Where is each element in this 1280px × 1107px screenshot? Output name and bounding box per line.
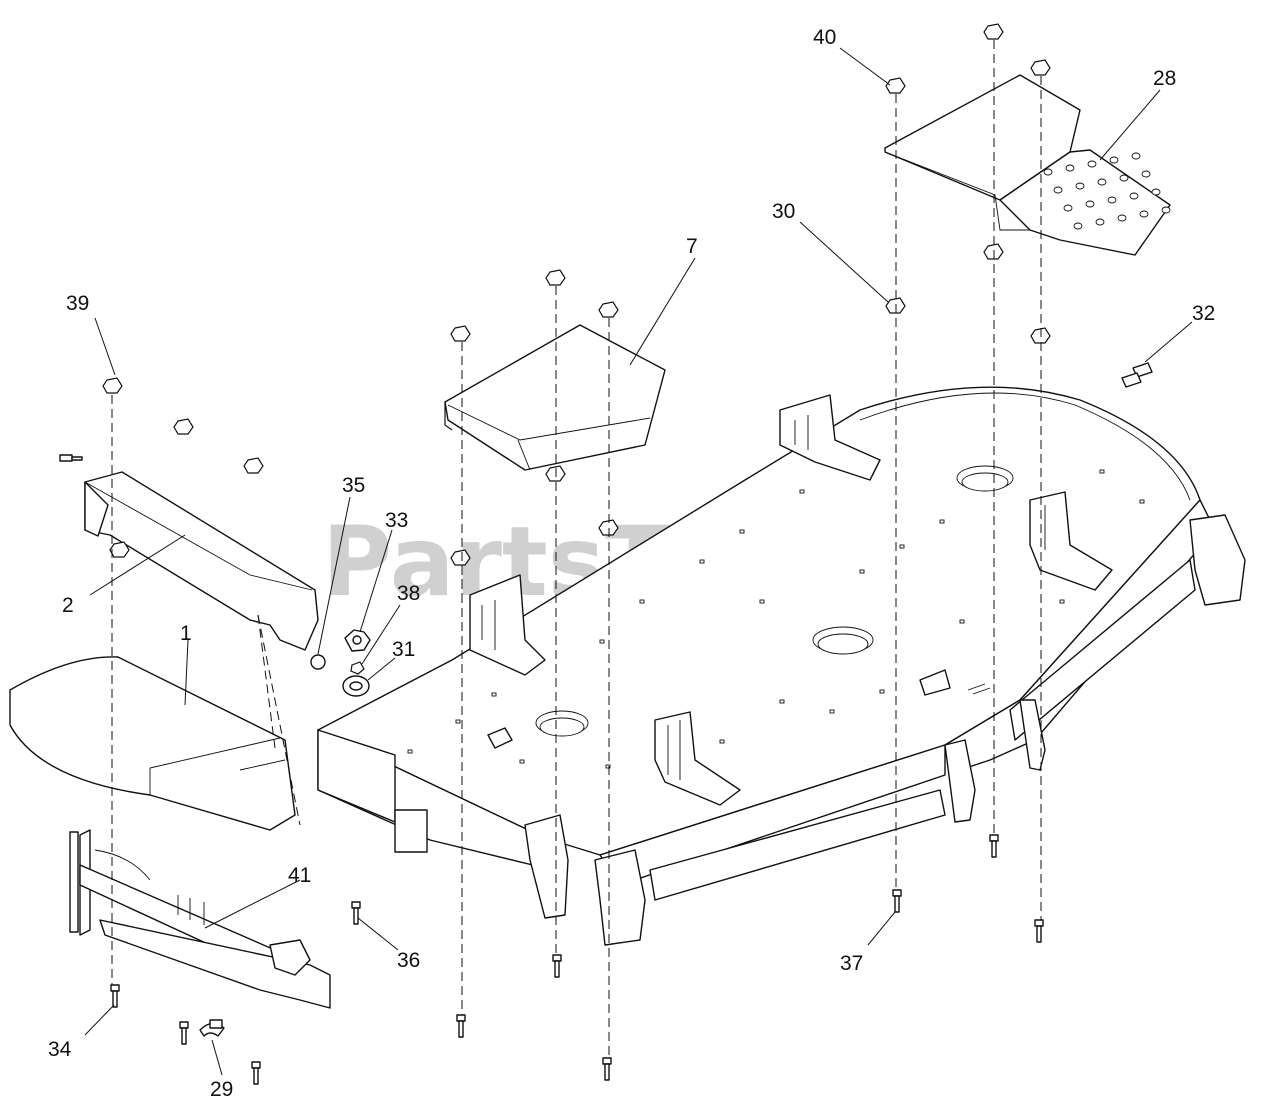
callout-31: 31 [392, 638, 415, 661]
callouts: 39 2 1 35 33 38 31 41 34 29 36 7 30 40 2… [48, 26, 1215, 1101]
deflector-hole [1107, 196, 1117, 204]
callout-39: 39 [66, 292, 89, 315]
bolt [179, 1021, 189, 1045]
deflector-hole [1065, 164, 1075, 172]
callout-34: 34 [48, 1038, 72, 1061]
callout-36: 36 [397, 949, 420, 972]
callout-37: 37 [840, 952, 863, 975]
nut [983, 23, 1004, 40]
callout-33: 33 [385, 509, 408, 532]
deflector-hole [1119, 174, 1129, 182]
nut [450, 325, 471, 342]
deflector-hole [1073, 222, 1083, 230]
deflector-hole [1075, 182, 1085, 190]
hardware [59, 23, 1153, 1085]
callout-29: 29 [210, 1078, 233, 1101]
callout-1: 1 [180, 622, 192, 645]
callout-2: 2 [62, 594, 74, 617]
deflector-hole [1141, 170, 1151, 178]
bolt [892, 889, 902, 913]
deflector-hole [1053, 186, 1063, 194]
deck-holes [407, 469, 1145, 769]
callout-41: 41 [288, 864, 311, 887]
callout-30: 30 [772, 200, 795, 223]
bolt [989, 834, 999, 858]
nut [450, 549, 471, 566]
deflector-hole [1063, 204, 1073, 212]
bolt [59, 454, 83, 462]
nut [598, 301, 619, 318]
callout-28: 28 [1153, 67, 1176, 90]
bolt [1034, 919, 1044, 943]
callout-40: 40 [813, 26, 836, 49]
deflector-hole [1129, 192, 1139, 200]
deflector-hole [1087, 160, 1097, 168]
alignment-lines [111, 40, 1042, 1058]
bolt [251, 1061, 261, 1085]
callout-32: 32 [1192, 302, 1215, 325]
deflector-hole [1117, 214, 1127, 222]
callout-35: 35 [342, 474, 365, 497]
part-41-bracket [79, 829, 331, 1009]
part-1-chute [9, 656, 296, 831]
front-side-plates [524, 514, 1246, 946]
part-28-deflector [884, 74, 1171, 256]
deck-shell [317, 386, 1216, 901]
leader-lines [84, 47, 1193, 1076]
nut [885, 77, 906, 94]
part-28-holes [1043, 152, 1171, 230]
deflector-hole [1109, 156, 1119, 164]
part-2-cover [84, 471, 319, 651]
callout-7: 7 [686, 235, 698, 258]
bolt [552, 954, 562, 978]
deflector-hole [1043, 168, 1053, 176]
deflector-hole [1097, 178, 1107, 186]
deflector-hole [1161, 206, 1171, 214]
bolt [110, 984, 120, 1008]
nut [109, 541, 130, 558]
deflector-hole [1139, 210, 1149, 218]
spindle-openings [535, 465, 1014, 737]
nut [1030, 59, 1051, 76]
deflector-hole [1085, 200, 1095, 208]
deflector-hole [1095, 218, 1105, 226]
nut [545, 269, 566, 286]
nut [173, 418, 194, 435]
deflector-hole [1131, 152, 1141, 160]
nut [102, 377, 123, 394]
deflector-hole [1151, 188, 1161, 196]
bolt [351, 901, 361, 925]
nut [243, 457, 264, 474]
nut [598, 519, 619, 536]
part-7-cover [444, 324, 666, 471]
deck-brackets [469, 394, 1113, 806]
bolt [456, 1014, 466, 1038]
bolt [602, 1057, 612, 1081]
callout-38: 38 [397, 582, 420, 605]
